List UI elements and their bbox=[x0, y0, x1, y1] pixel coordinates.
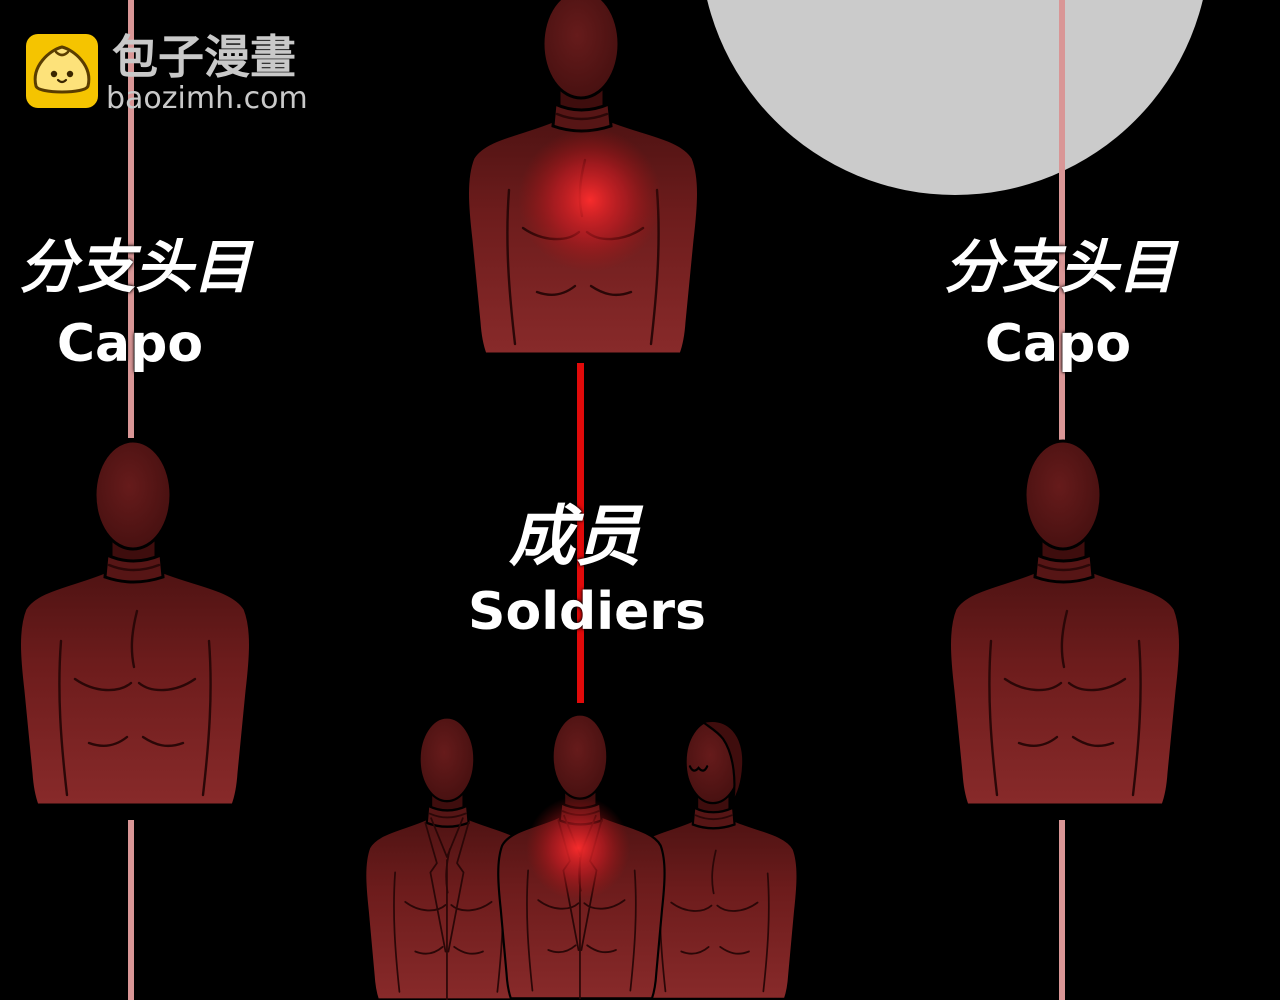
guide-line-right-upper bbox=[1059, 0, 1065, 442]
hair bbox=[700, 719, 745, 803]
soldiers-label-en: Soldiers bbox=[468, 582, 706, 642]
capo-right-figure bbox=[948, 439, 1182, 807]
bun-body bbox=[33, 45, 91, 94]
soldiers-label-cn: 成员 bbox=[509, 498, 641, 575]
bun-eye bbox=[66, 70, 74, 78]
soldier-figure-right bbox=[630, 719, 799, 1000]
capo-right-label-en: Capo bbox=[984, 314, 1132, 374]
bun-eye bbox=[50, 70, 58, 78]
capo-left-label-en: Capo bbox=[56, 314, 204, 374]
watermark-site-name: 包子漫畫 bbox=[112, 30, 296, 84]
steamed-bun-icon bbox=[26, 34, 98, 108]
bun-mouth bbox=[56, 78, 68, 84]
guide-line-left-upper bbox=[128, 0, 134, 438]
guide-line-left-lower bbox=[128, 820, 134, 1000]
capo-left-label-cn: 分支头目 bbox=[18, 233, 251, 301]
chest-glow bbox=[526, 796, 630, 900]
capo-right-label-cn: 分支头目 bbox=[943, 233, 1176, 301]
moon-circle bbox=[707, 0, 1203, 195]
guide-line-right-lower bbox=[1059, 820, 1065, 1000]
watermark-site-url: baozimh.com bbox=[106, 81, 308, 116]
capo-left-figure bbox=[18, 439, 252, 807]
face-doodle bbox=[688, 765, 709, 772]
bun-pleat bbox=[54, 50, 70, 57]
chest-glow bbox=[518, 128, 662, 272]
connector-line bbox=[577, 363, 584, 703]
